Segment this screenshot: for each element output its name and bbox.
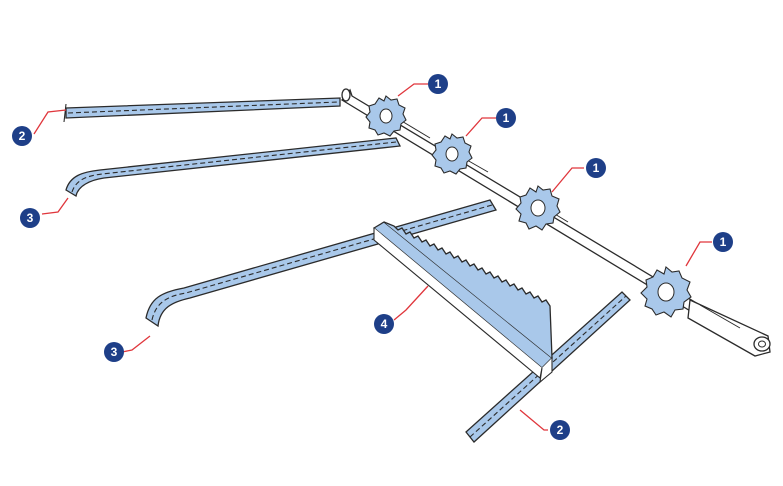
callout-badge-4: 4	[374, 314, 394, 334]
callout-label: 4	[381, 317, 388, 331]
drive-shaft	[341, 88, 771, 357]
shaft-end	[753, 336, 771, 352]
callout-badge-3b: 3	[104, 342, 124, 362]
callout-badge-1d: 1	[713, 232, 733, 252]
callout-label: 1	[503, 111, 510, 125]
callout-label: 3	[111, 345, 118, 359]
chain-guide-2-upper	[63, 97, 341, 123]
callout-badge-1a: 1	[428, 74, 448, 94]
chain-guide-3-upper	[65, 137, 401, 198]
toothed-rack-bar	[372, 221, 553, 384]
callout-label: 2	[557, 423, 564, 437]
callout-label: 1	[435, 77, 442, 91]
chain-guide-3-lower	[145, 199, 497, 328]
callout-badge-2a: 2	[12, 126, 32, 146]
sprocket-2	[431, 133, 473, 175]
sprocket-1	[365, 95, 407, 137]
callout-badge-1b: 1	[496, 108, 516, 128]
callout-label: 1	[720, 235, 727, 249]
callout-label: 1	[593, 161, 600, 175]
leader-lines	[33, 83, 712, 431]
callout-badge-2b: 2	[550, 420, 570, 440]
sprocket-4	[640, 266, 692, 318]
callout-badge-1c: 1	[586, 158, 606, 178]
callout-badge-3a: 3	[20, 208, 40, 228]
callout-label: 3	[27, 211, 34, 225]
sprocket-3	[515, 185, 561, 231]
callout-label: 2	[19, 129, 26, 143]
